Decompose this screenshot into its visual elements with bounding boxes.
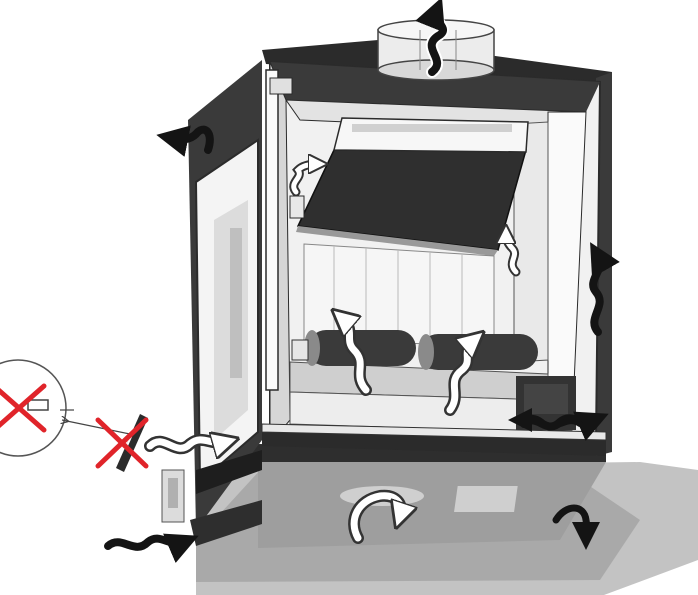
airflow-arrow-icon bbox=[291, 164, 318, 195]
airflow-arrow-icon bbox=[446, 340, 474, 414]
leader-line bbox=[62, 420, 131, 435]
inner-right-column bbox=[513, 121, 549, 363]
floor-grille bbox=[454, 486, 518, 512]
front-left-strip bbox=[196, 450, 262, 494]
post-bracket bbox=[289, 195, 305, 219]
baffle-lip bbox=[352, 124, 512, 132]
right-lower-vent bbox=[524, 384, 568, 414]
left-post bbox=[265, 69, 279, 391]
airflow-arrow-icon bbox=[146, 440, 226, 448]
airflow-arrow-icon bbox=[589, 242, 620, 336]
burner-tube-left bbox=[308, 330, 416, 366]
left-bottom-edge bbox=[190, 500, 262, 546]
airflow-arrow-icon bbox=[156, 125, 214, 157]
detail-bracket bbox=[27, 399, 49, 411]
airflow-arrow-icon bbox=[342, 318, 370, 394]
upper-chamber-ceiling bbox=[270, 62, 600, 112]
rotation-arrow-icon bbox=[350, 492, 401, 542]
rotation-arrow-icon bbox=[552, 504, 601, 550]
top-left-bracket bbox=[269, 77, 293, 95]
airflow-arrow-icon bbox=[508, 407, 583, 432]
baffle-underside bbox=[296, 226, 498, 256]
airflow-arrow-icon bbox=[506, 234, 519, 275]
ash-floor bbox=[258, 462, 606, 548]
airflow-arrow-icon bbox=[104, 533, 199, 563]
prohibited-cross-icon bbox=[95, 417, 149, 469]
left-glass-rail bbox=[230, 228, 242, 378]
airflow-arrow-icon bbox=[415, 0, 447, 76]
detail-inset-circle bbox=[0, 359, 67, 457]
baffle-top-edge bbox=[333, 117, 529, 153]
prohibited-cross-icon bbox=[0, 383, 47, 429]
burner-end-cap bbox=[291, 339, 309, 361]
